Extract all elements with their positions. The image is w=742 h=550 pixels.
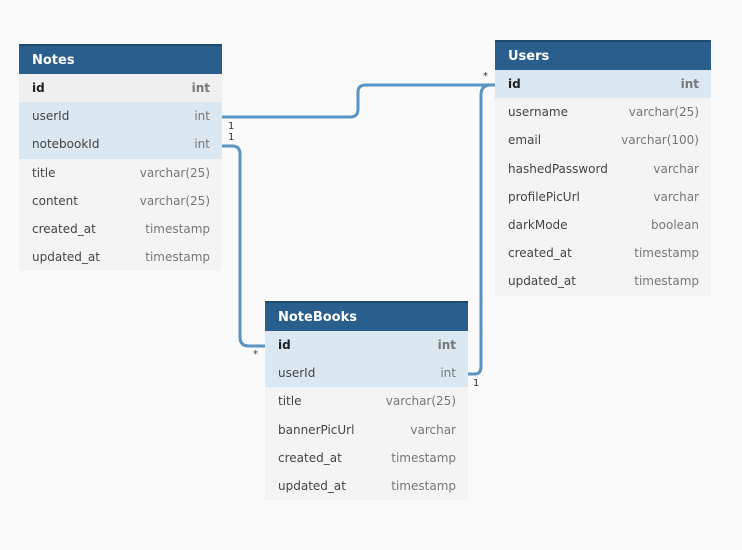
column-type: timestamp <box>145 250 210 265</box>
column-name: email <box>508 133 542 148</box>
table-users[interactable]: Users id int username varchar(25) email varch… <box>495 40 711 296</box>
column-type: varchar <box>410 422 456 437</box>
link-notes-userid-users-id <box>222 83 495 119</box>
column-type: varchar(25) <box>139 193 210 208</box>
column-name: updated_at <box>278 479 346 494</box>
column-name: bannerPicUrl <box>278 422 355 437</box>
column-type: varchar <box>653 189 699 204</box>
column-name: username <box>508 105 568 120</box>
column-notes-content[interactable]: content varchar(25) <box>19 187 222 215</box>
column-notebooks-id[interactable]: id int <box>265 331 468 360</box>
column-type: int <box>194 109 210 124</box>
table-users-columns: id int username varchar(25) email varchar(100… <box>495 70 711 296</box>
column-users-profilepicurl[interactable]: profilePicUrl varchar <box>495 183 711 211</box>
column-name: notebookId <box>32 137 100 152</box>
column-type: timestamp <box>634 246 699 261</box>
card-notes-userid: 1 <box>228 121 235 132</box>
column-notes-notebookid[interactable]: notebookId int <box>19 130 222 159</box>
column-type: boolean <box>651 218 699 233</box>
column-type: int <box>440 366 456 381</box>
column-notes-id[interactable]: id int <box>19 74 222 103</box>
column-type: int <box>437 338 456 353</box>
column-name: title <box>32 165 56 180</box>
table-notebooks-header[interactable]: NoteBooks <box>265 301 468 331</box>
column-users-id[interactable]: id int <box>495 70 711 99</box>
table-notes-columns: id int userId int notebookId int title varchar(… <box>19 74 222 271</box>
column-type: timestamp <box>634 274 699 289</box>
column-name: content <box>32 193 78 208</box>
column-notebooks-title[interactable]: title varchar(25) <box>265 387 468 415</box>
card-notebooks-userid: 1 <box>473 378 480 389</box>
link-notebooks-userid-users-id <box>468 83 495 376</box>
column-users-email[interactable]: email varchar(100) <box>495 126 711 154</box>
card-notebooks-id: * <box>253 349 258 360</box>
column-name: id <box>32 81 45 96</box>
column-type: timestamp <box>391 450 456 465</box>
link-notes-notebookid-notebooks-id <box>222 144 265 348</box>
column-name: id <box>508 77 521 92</box>
card-users-id-from-notes: * <box>483 71 488 82</box>
table-notes[interactable]: Notes id int userId int notebookId int title va… <box>19 44 222 272</box>
card-notes-notebookid: 1 <box>228 132 235 143</box>
column-name: userId <box>278 366 316 381</box>
column-notes-userid[interactable]: userId int <box>19 102 222 131</box>
column-type: int <box>194 137 210 152</box>
column-name: created_at <box>32 222 96 237</box>
column-users-username[interactable]: username varchar(25) <box>495 98 711 126</box>
column-name: title <box>278 394 302 409</box>
column-users-updated-at[interactable]: updated_at timestamp <box>495 267 711 295</box>
table-notebooks-columns: id int userId int title varchar(25) bannerPicU… <box>265 331 468 500</box>
column-name: updated_at <box>32 250 100 265</box>
column-type: timestamp <box>145 222 210 237</box>
column-notes-updated-at[interactable]: updated_at timestamp <box>19 243 222 271</box>
column-type: int <box>680 77 699 92</box>
column-type: varchar(25) <box>628 105 699 120</box>
column-type: varchar(100) <box>621 133 699 148</box>
column-name: id <box>278 338 291 353</box>
column-notes-created-at[interactable]: created_at timestamp <box>19 215 222 243</box>
column-name: hashedPassword <box>508 161 608 176</box>
column-users-darkmode[interactable]: darkMode boolean <box>495 211 711 239</box>
table-notebooks[interactable]: NoteBooks id int userId int title varchar(25)… <box>265 301 468 501</box>
column-type: int <box>191 81 210 96</box>
column-name: created_at <box>508 246 572 261</box>
column-name: profilePicUrl <box>508 189 580 204</box>
table-notes-header[interactable]: Notes <box>19 44 222 74</box>
column-notebooks-updated-at[interactable]: updated_at timestamp <box>265 472 468 500</box>
column-type: timestamp <box>391 479 456 494</box>
column-notebooks-created-at[interactable]: created_at timestamp <box>265 444 468 472</box>
column-type: varchar(25) <box>139 165 210 180</box>
column-name: userId <box>32 109 70 124</box>
column-name: darkMode <box>508 218 568 233</box>
column-type: varchar(25) <box>385 394 456 409</box>
column-name: updated_at <box>508 274 576 289</box>
column-notebooks-userid[interactable]: userId int <box>265 359 468 388</box>
column-type: varchar <box>653 161 699 176</box>
column-users-hashedpassword[interactable]: hashedPassword varchar <box>495 155 711 183</box>
column-users-created-at[interactable]: created_at timestamp <box>495 239 711 267</box>
column-name: created_at <box>278 450 342 465</box>
table-users-header[interactable]: Users <box>495 40 711 70</box>
column-notebooks-bannerpicurl[interactable]: bannerPicUrl varchar <box>265 416 468 444</box>
column-notes-title[interactable]: title varchar(25) <box>19 159 222 187</box>
